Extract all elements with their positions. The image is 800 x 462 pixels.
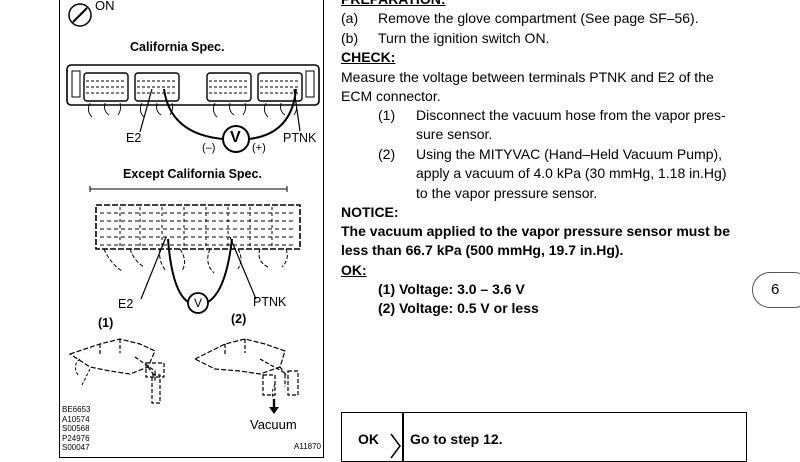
ok-criteria-2: (2) Voltage: 0.5 V or less [378, 300, 539, 316]
notice-text-line2: less than 66.7 kPa (500 mmHg, 19.7 in.Hg… [341, 242, 624, 258]
notice-text-line1: The vacuum applied to the vapor pressure… [341, 223, 730, 239]
down-arrow-icon [269, 399, 279, 414]
e2-label-california: E2 [126, 131, 142, 145]
prep-a-text: Remove the glove compartment (See page S… [378, 10, 699, 26]
minus-terminal-label: (–) [202, 142, 216, 154]
check-text-line2: ECM connector. [341, 88, 441, 104]
ok-criteria-1: (1) Voltage: 3.0 – 3.6 V [378, 281, 525, 297]
go-to-step-text: Go to step 12. [410, 431, 503, 447]
check-step2-line1: Using the MITYVAC (Hand–Held Vacuum Pump… [416, 146, 723, 162]
check-step2-line2: apply a vacuum of 4.0 kPa (30 mmHg, 1.18… [416, 165, 727, 181]
check-step2-line3: to the vapor pressure sensor. [416, 185, 598, 201]
ptnk-label-california: PTNK [283, 131, 317, 145]
section-tab-6[interactable]: 6 [752, 272, 800, 308]
ignition-on-label: ON [95, 0, 115, 13]
check-step1-marker: (1) [378, 107, 396, 123]
except-california-connector-drawing [89, 186, 301, 314]
reference-codes: BE6653 A10574 S00568 P24976 S00047 [62, 405, 91, 452]
voltmeter-symbol-except: V [194, 296, 203, 310]
ptnk-label-except: PTNK [253, 295, 287, 309]
prep-b-text: Turn the ignition switch ON. [378, 30, 550, 46]
plus-terminal-label: (+) [252, 142, 266, 154]
figure-panel: ON California Spec. E2 PTNK (–) (+) V Ex… [59, 0, 324, 458]
california-spec-title: California Spec. [130, 40, 225, 54]
notice-heading: NOTICE: [341, 204, 399, 220]
voltmeter-symbol-california: V [230, 129, 241, 146]
ignition-on-icon [68, 3, 92, 27]
sensor-step-2-label: (2) [231, 312, 247, 326]
sensor-step-1-label: (1) [98, 316, 114, 330]
california-connector-drawing [66, 64, 320, 153]
check-step2-marker: (2) [378, 146, 396, 162]
e2-label-except: E2 [118, 297, 134, 311]
vacuum-label: Vacuum [250, 417, 297, 432]
wiring-illustration [66, 3, 320, 414]
check-step1-line1: Disconnect the vacuum hose from the vapo… [416, 107, 726, 123]
vapor-sensor-drawing-2 [193, 338, 299, 399]
check-step1-line2: sure sensor. [416, 126, 493, 142]
prep-b-marker: (b) [341, 30, 359, 46]
result-row: OK Go to step 12. [341, 412, 747, 462]
prep-a-marker: (a) [341, 10, 359, 26]
check-heading: CHECK: [341, 49, 396, 65]
ok-result-label: OK [358, 431, 379, 447]
except-california-spec-title: Except California Spec. [123, 167, 262, 181]
check-text-line1: Measure the voltage between terminals PT… [341, 69, 714, 85]
ok-heading: OK: [341, 262, 367, 278]
figure-id: A11870 [294, 442, 321, 451]
go-to-step-box[interactable]: Go to step 12. [403, 412, 747, 462]
vapor-sensor-drawing-1 [68, 338, 165, 404]
preparation-heading: PREPARATION: [341, 0, 445, 8]
